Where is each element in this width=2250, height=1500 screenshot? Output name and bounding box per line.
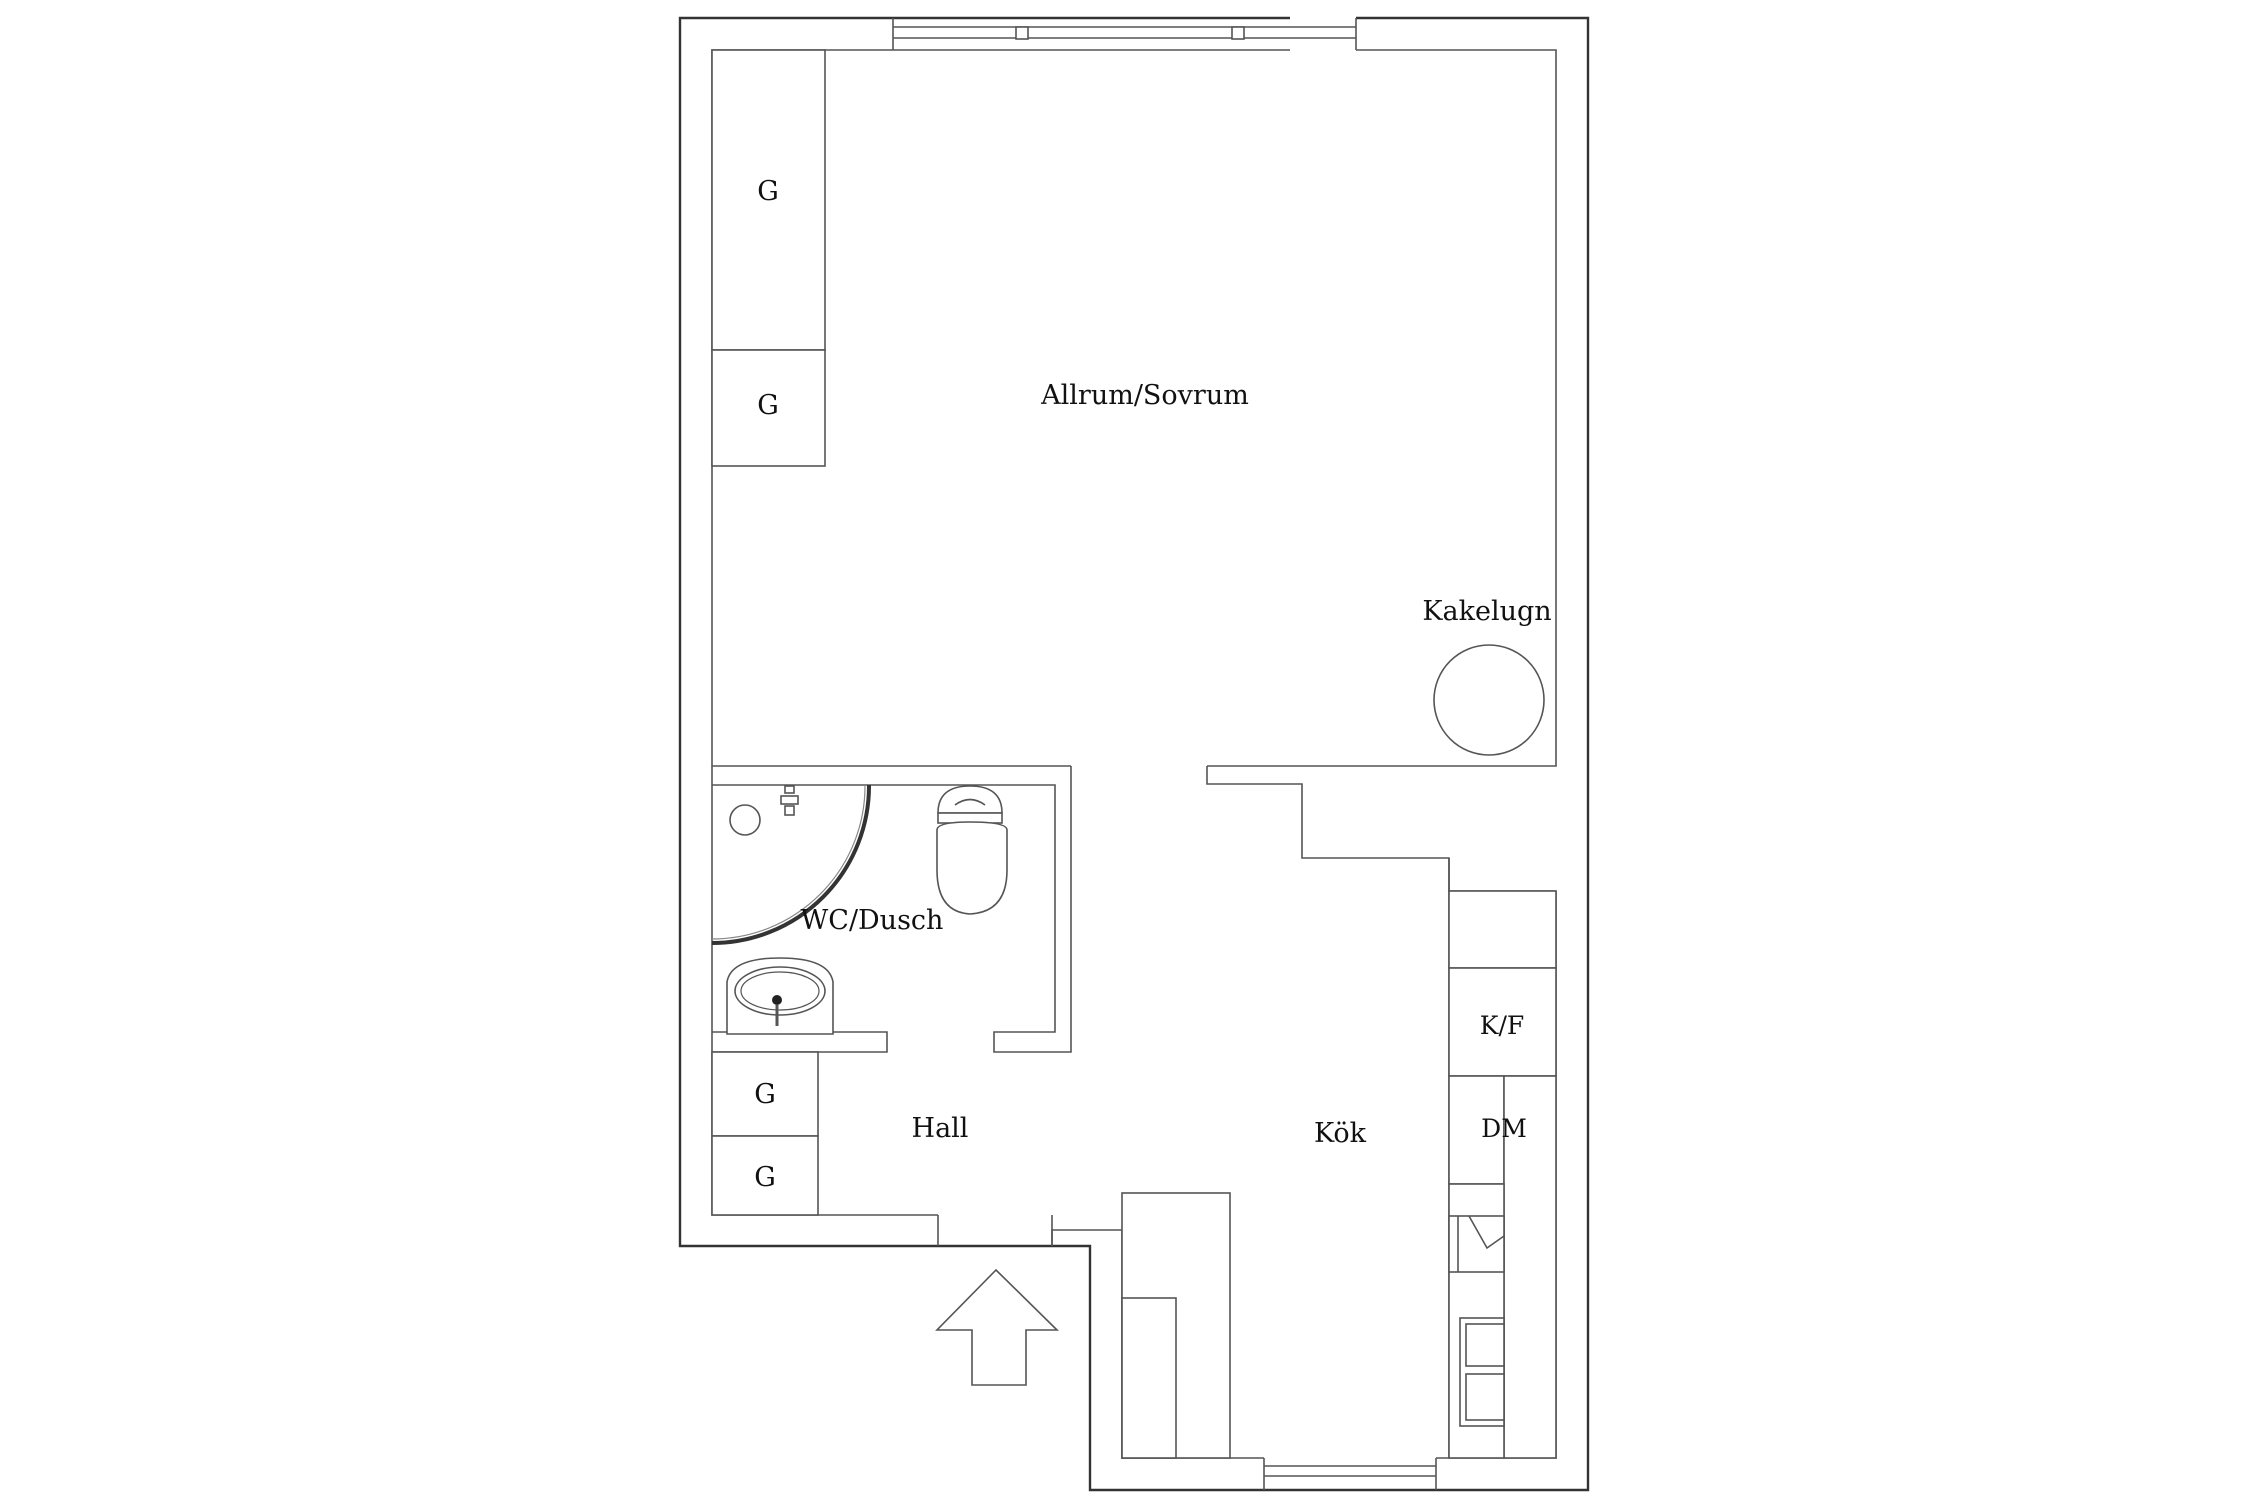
sink-icon	[1459, 1317, 1505, 1427]
toilet-icon	[936, 785, 1008, 915]
closet-label-hall-bottom: G	[754, 1162, 776, 1193]
room-label-living: Allrum/Sovrum	[1040, 380, 1249, 411]
kitchen-table	[1121, 1192, 1231, 1459]
closet-label-hall-top: G	[754, 1079, 776, 1110]
window-bottom	[1263, 1458, 1437, 1490]
closet-label-living-bottom: G	[757, 390, 779, 421]
wardrobes-hall	[711, 1051, 819, 1216]
dishwasher-label: DM	[1481, 1114, 1527, 1143]
washbasin-icon	[726, 957, 834, 1035]
window-top	[892, 18, 1357, 50]
room-label-kitchen: Kök	[1314, 1118, 1367, 1149]
closet-label-living-top: G	[757, 176, 779, 207]
wardrobes-living	[711, 49, 826, 467]
room-label-bath: WC/Dusch	[801, 905, 944, 936]
tiled-stove-icon	[1433, 644, 1545, 756]
stove-label: Kakelugn	[1422, 596, 1551, 627]
fridge-freezer-label: K/F	[1480, 1011, 1524, 1040]
room-label-hall: Hall	[912, 1113, 969, 1144]
entrance-arrow-icon	[935, 1268, 1059, 1386]
stove-icon	[1448, 1215, 1505, 1273]
shower-icon	[711, 784, 872, 945]
